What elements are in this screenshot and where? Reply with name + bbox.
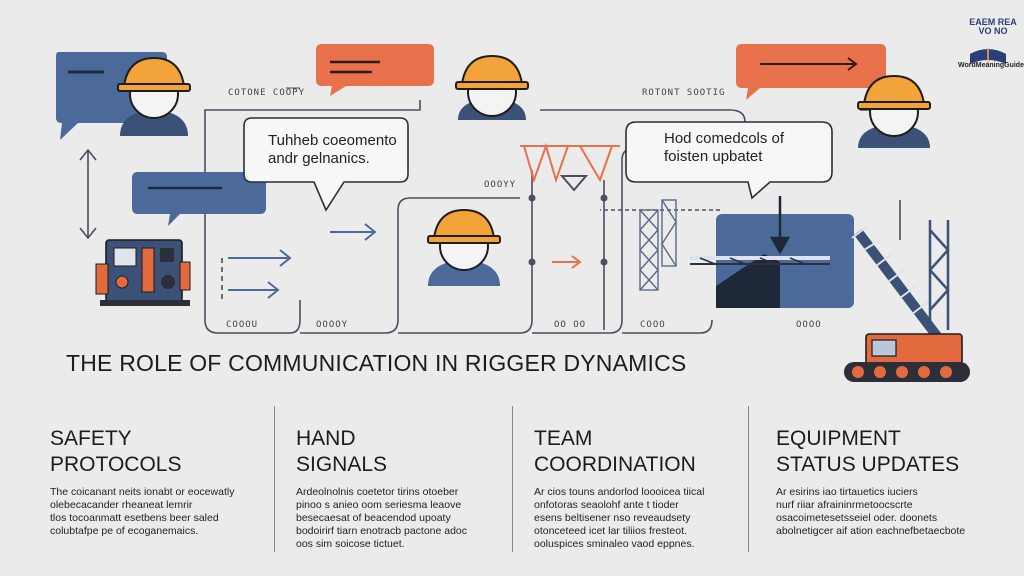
brand-logo-text: EAEM REAVO NO: [969, 17, 1017, 36]
body-line: Ardeolnolnis coetetor tirins otoeber: [296, 486, 459, 498]
body-line: pinoo s anieo oom seriesma leaove: [296, 499, 462, 511]
column-safety-protocols: SAFETY PROTOCOLS The coicanant neits ion…: [50, 426, 260, 538]
heading-line: SAFETY: [50, 427, 132, 450]
bubble-text-right-line-1: Hod comedcols of: [664, 130, 785, 147]
body-line: bodoirirf tiarn enotracb pactone adoc: [296, 525, 468, 537]
heading-line: COORDINATION: [534, 453, 696, 476]
body-line: Ar cios touns andorlod loooicea tiical: [534, 486, 705, 498]
control-panel-machine-icon: [95, 239, 191, 306]
rigging-nodes: [528, 194, 608, 266]
body-line: abolnetigcer aif ation eachnefbetaecbote: [776, 525, 966, 537]
worker-icon-center: [427, 208, 501, 286]
label-bottom-2: OOOOY: [316, 320, 349, 330]
mobile-crane-icon: [844, 220, 970, 382]
lattice-tower-icon: [639, 199, 677, 291]
column-divider-3: [748, 406, 749, 552]
body-line: ooluspices sminaleo vaod eppnes.: [534, 538, 695, 550]
column-equipment-status-updates: EQUIPMENT STATUS UPDATES Ar esirins iao …: [776, 426, 986, 538]
body-line: colubtafpe pe of ecoganemaics.: [50, 525, 199, 537]
flow-lines: [79, 100, 901, 334]
body-line: esens beltisener nso reveaudsety: [534, 512, 691, 524]
column-divider-2: [512, 406, 513, 552]
body-line: nurf riiar afraininrmetoocscrte: [776, 499, 913, 511]
column-divider-1: [274, 406, 275, 552]
heading-line: PROTOCOLS: [50, 453, 182, 476]
column-body: Ardeolnolnis coetetor tirins otoeber pin…: [296, 486, 506, 551]
column-heading: HAND SIGNALS: [296, 426, 506, 478]
orange-arrow-icon: [552, 255, 582, 269]
label-bottom-1: COOOU: [226, 320, 259, 330]
bubble-text-right-line-2: foisten upbatet: [664, 148, 763, 165]
body-line: tlos tocoanmatt esetbens beer saled: [50, 512, 219, 524]
label-top-right: ROTONT SOOTIG: [642, 88, 726, 98]
speech-bubble-blue-left: [132, 172, 266, 226]
body-line: olebecacander rheaneat lemrir: [50, 499, 193, 511]
heading-line: SIGNALS: [296, 453, 388, 476]
speech-bubble-white-center: [243, 117, 409, 212]
body-line: otonceteed icet lar tiliios fresteot.: [534, 525, 687, 537]
heading-line: HAND: [296, 427, 356, 450]
heading-line: EQUIPMENT: [776, 427, 901, 450]
column-hand-signals: HAND SIGNALS Ardeolnolnis coetetor tirin…: [296, 426, 506, 551]
worker-icon-top-center: [455, 54, 529, 120]
body-line: besecaesat of beacendod upoaty: [296, 512, 451, 524]
crane-lifting-panel: [690, 196, 854, 308]
bubble-text-left: Tuhheb coeomento andr gelnanics.: [268, 132, 397, 168]
label-mid-center: OOOYY: [484, 180, 517, 190]
label-bottom-3: OO OO: [554, 320, 587, 330]
body-line: osacoimetesetsseiel oder. doonets: [776, 512, 938, 524]
bubble-text-left-line-1: Tuhheb coeomento: [268, 132, 397, 149]
label-bottom-4: COOO: [640, 320, 666, 330]
column-team-coordination: TEAM COORDINATION Ar cios touns andorlod…: [534, 426, 744, 551]
speech-bubble-orange-top: [316, 44, 434, 96]
body-line: onfotoras seaolohf ante t tioder: [534, 499, 679, 511]
bubble-text-left-line-2: andr gelnanics.: [268, 150, 370, 167]
body-line: oos sim soicose tictuet.: [296, 538, 405, 550]
worker-icon-top-left: [117, 56, 191, 136]
label-bottom-5: OOOO: [796, 320, 822, 330]
speech-bubble-white-right: [625, 121, 833, 200]
speech-bubble-orange-top-right: [736, 44, 886, 100]
body-line: The coicanant neits ionabt or eocewatly: [50, 486, 235, 498]
heading-line: STATUS UPDATES: [776, 453, 960, 476]
column-body: The coicanant neits ionabt or eocewatly …: [50, 486, 260, 538]
brand-logo-icon: [970, 48, 1006, 64]
bubble-text-right: Hod comedcols of foisten upbatet: [664, 130, 784, 166]
column-heading: SAFETY PROTOCOLS: [50, 426, 260, 478]
brand-label: WordMeaningGuide: [958, 62, 1024, 69]
column-heading: EQUIPMENT STATUS UPDATES: [776, 426, 986, 478]
rigging-frame-icon: [520, 142, 620, 192]
body-line: Ar esirins iao tirtauetics iuciers: [776, 486, 918, 498]
column-body: Ar cios touns andorlod loooicea tiical o…: [534, 486, 744, 551]
label-top-left: COTONE COOPY: [228, 88, 306, 98]
page-title: THE ROLE OF COMMUNICATION IN RIGGER DYNA…: [66, 350, 687, 376]
worker-icon-top-right: [857, 74, 931, 148]
column-body: Ar esirins iao tirtauetics iuciers nurf …: [776, 486, 986, 538]
heading-line: TEAM: [534, 427, 593, 450]
column-heading: TEAM COORDINATION: [534, 426, 744, 478]
